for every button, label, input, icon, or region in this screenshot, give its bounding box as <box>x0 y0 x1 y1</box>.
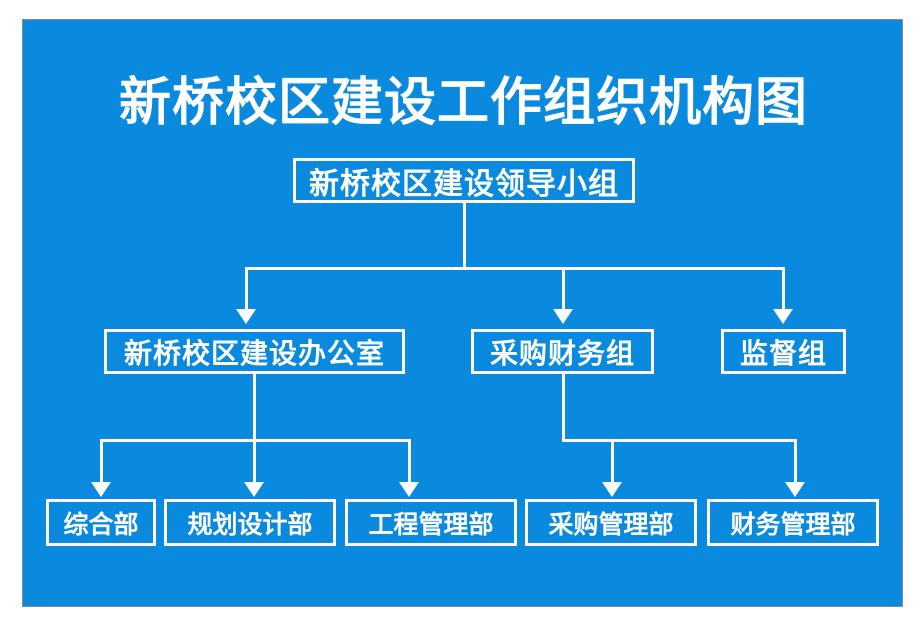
node-procfin-label: 采购财务组 <box>489 336 635 370</box>
node-engineering[interactable]: 工程管理部 <box>345 499 517 546</box>
arrowhead-procfin <box>553 309 573 324</box>
node-procurement-label: 采购管理部 <box>548 509 674 539</box>
connector-leadgroup-stem <box>463 203 466 267</box>
node-finance-label: 财务管理部 <box>730 509 856 539</box>
node-planning-label: 规划设计部 <box>187 509 313 539</box>
node-supervise[interactable]: 监督组 <box>721 329 846 374</box>
connector-drop-procfin <box>562 267 565 313</box>
node-planning[interactable]: 规划设计部 <box>164 499 336 546</box>
connector-drop-office <box>245 267 248 313</box>
connector-drop-finance <box>794 439 797 486</box>
node-leadgroup[interactable]: 新桥校区建设领导小组 <box>293 158 635 203</box>
node-general-label: 综合部 <box>63 509 139 539</box>
arrowhead-finance <box>785 482 805 497</box>
connector-drop-planning <box>253 439 256 486</box>
arrowhead-supervise <box>773 309 793 324</box>
node-procfin[interactable]: 采购财务组 <box>471 329 654 374</box>
connector-drop-procurement <box>611 439 614 486</box>
node-general[interactable]: 综合部 <box>46 499 156 546</box>
connector-office-stem <box>253 374 256 439</box>
node-procurement[interactable]: 采购管理部 <box>525 499 697 546</box>
connector-drop-engineering <box>408 439 411 486</box>
arrowhead-general <box>91 482 111 497</box>
connector-drop-supervise <box>782 267 785 313</box>
org-chart-canvas: 新桥校区建设工作组织机构图 新桥校区建设领导小组 新桥校区建设办公室 采购财务组… <box>22 19 903 607</box>
node-finance[interactable]: 财务管理部 <box>707 499 879 546</box>
arrowhead-engineering <box>399 482 419 497</box>
connector-level3-bus-procfin <box>562 439 797 442</box>
arrowhead-office <box>236 309 256 324</box>
connector-procfin-stem <box>562 374 565 439</box>
connector-drop-general <box>100 439 103 486</box>
node-supervise-label: 监督组 <box>739 336 827 370</box>
page-title: 新桥校区建设工作组织机构图 <box>118 73 808 133</box>
node-leadgroup-label: 新桥校区建设领导小组 <box>309 166 619 202</box>
node-office[interactable]: 新桥校区建设办公室 <box>104 329 405 374</box>
arrowhead-planning <box>244 482 264 497</box>
node-office-label: 新桥校区建设办公室 <box>123 336 385 370</box>
node-engineering-label: 工程管理部 <box>368 509 494 539</box>
arrowhead-procurement <box>602 482 622 497</box>
connector-level2-bus <box>245 267 785 270</box>
